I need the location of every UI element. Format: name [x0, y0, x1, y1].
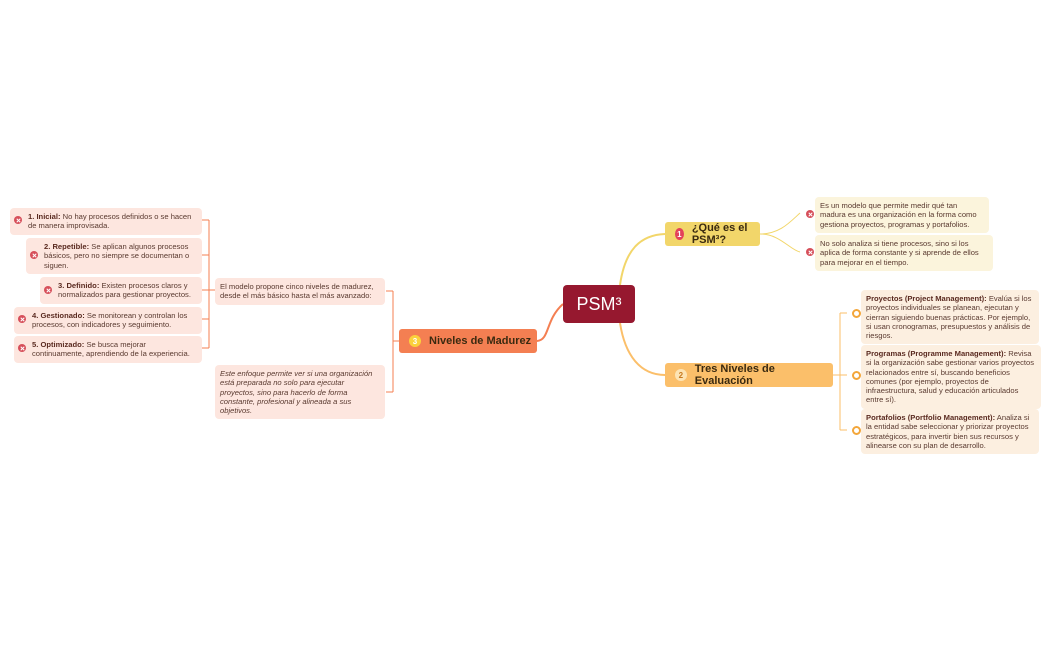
branch-que-es-psm[interactable]: 1 ¿Qué es el PSM³? [665, 222, 760, 246]
collapse-icon[interactable] [18, 315, 26, 323]
branch-title: ¿Qué es el PSM³? [691, 222, 748, 246]
item-head: Programas (Programme Management): [866, 349, 1007, 358]
branch-number-badge: 1 [675, 228, 684, 240]
circle-marker-icon [852, 371, 861, 380]
link-b2 [833, 312, 847, 431]
branch3-closing[interactable]: Este enfoque permite ver si una organiza… [215, 365, 385, 420]
link-root-branch3 [536, 303, 564, 342]
level-inicial[interactable]: 1. Inicial: No hay procesos definidos o … [10, 208, 202, 235]
link-root-branch2 [619, 322, 666, 376]
root-title: PSM³ [576, 293, 622, 314]
circle-marker-icon [852, 309, 861, 318]
level-repetible[interactable]: 2. Repetible: Se aplican algunos proceso… [26, 238, 202, 274]
level-head: 3. Definido: [58, 281, 100, 290]
item-text: Evalúa si los proyectos individuales se … [866, 294, 1032, 341]
item-text: Revisa si la organización sabe gestionar… [866, 349, 1034, 405]
level-gestionado[interactable]: 4. Gestionado: Se monitorean y controlan… [14, 307, 202, 334]
branch2-item-programas[interactable]: Programas (Programme Management): Revisa… [861, 345, 1041, 409]
level-text: No hay procesos definidos o se hacen de … [28, 212, 192, 231]
item-text: No solo analiza si tiene procesos, sino … [820, 239, 979, 267]
collapse-icon[interactable] [806, 210, 814, 218]
level-text: Se busca mejorar continuamente, aprendie… [32, 340, 190, 359]
branch2-item-portafolios[interactable]: Portafolios (Portfolio Management): Anal… [861, 409, 1039, 455]
collapse-icon[interactable] [806, 248, 814, 256]
branch2-item-proyectos[interactable]: Proyectos (Project Management): Evalúa s… [861, 290, 1039, 345]
root-node[interactable]: PSM³ [563, 285, 635, 323]
level-optimizado[interactable]: 5. Optimizado: Se busca mejorar continua… [14, 336, 202, 363]
item-head: Proyectos (Project Management): [866, 294, 987, 303]
circle-marker-icon [852, 426, 861, 435]
link-root-branch1 [619, 233, 666, 286]
link-levels [202, 219, 215, 349]
branch1-item-1[interactable]: Es un modelo que permite medir qué tan m… [815, 197, 989, 233]
link-b1 [759, 212, 801, 253]
branch3-intro[interactable]: El modelo propone cinco niveles de madur… [215, 278, 385, 305]
branch-title: Tres Niveles de Evaluación [694, 363, 775, 387]
branch-niveles-madurez[interactable]: 3 Niveles de Madurez [399, 329, 537, 353]
level-definido[interactable]: 3. Definido: Existen procesos claros y n… [40, 277, 202, 304]
level-head: 5. Optimizado: [32, 340, 85, 349]
collapse-icon[interactable] [30, 251, 38, 259]
branch-number-badge: 2 [675, 369, 687, 381]
collapse-icon[interactable] [14, 216, 22, 224]
item-text: El modelo propone cinco niveles de madur… [220, 282, 374, 301]
level-text: Se monitorean y controlan los procesos, … [32, 311, 188, 330]
level-head: 2. Repetible: [44, 242, 90, 251]
link-b3 [386, 290, 399, 393]
item-text: Es un modelo que permite medir qué tan m… [820, 201, 977, 229]
level-head: 1. Inicial: [28, 212, 61, 221]
item-text: Analiza si la entidad sabe seleccionar y… [866, 413, 1030, 450]
branch1-item-2[interactable]: No solo analiza si tiene procesos, sino … [815, 235, 993, 271]
level-text: Existen procesos claros y normalizados p… [58, 281, 191, 300]
item-head: Portafolios (Portfolio Management): [866, 413, 996, 422]
branch-tres-niveles[interactable]: 2 Tres Niveles de Evaluación [665, 363, 833, 387]
branch-title: Niveles de Madurez [429, 335, 532, 347]
level-text: Se aplican algunos procesos básicos, per… [44, 242, 190, 270]
collapse-icon[interactable] [44, 286, 52, 294]
collapse-icon[interactable] [18, 344, 26, 352]
level-head: 4. Gestionado: [32, 311, 85, 320]
branch-number-badge: 3 [409, 335, 421, 347]
item-text: Este enfoque permite ver si una organiza… [220, 369, 373, 416]
